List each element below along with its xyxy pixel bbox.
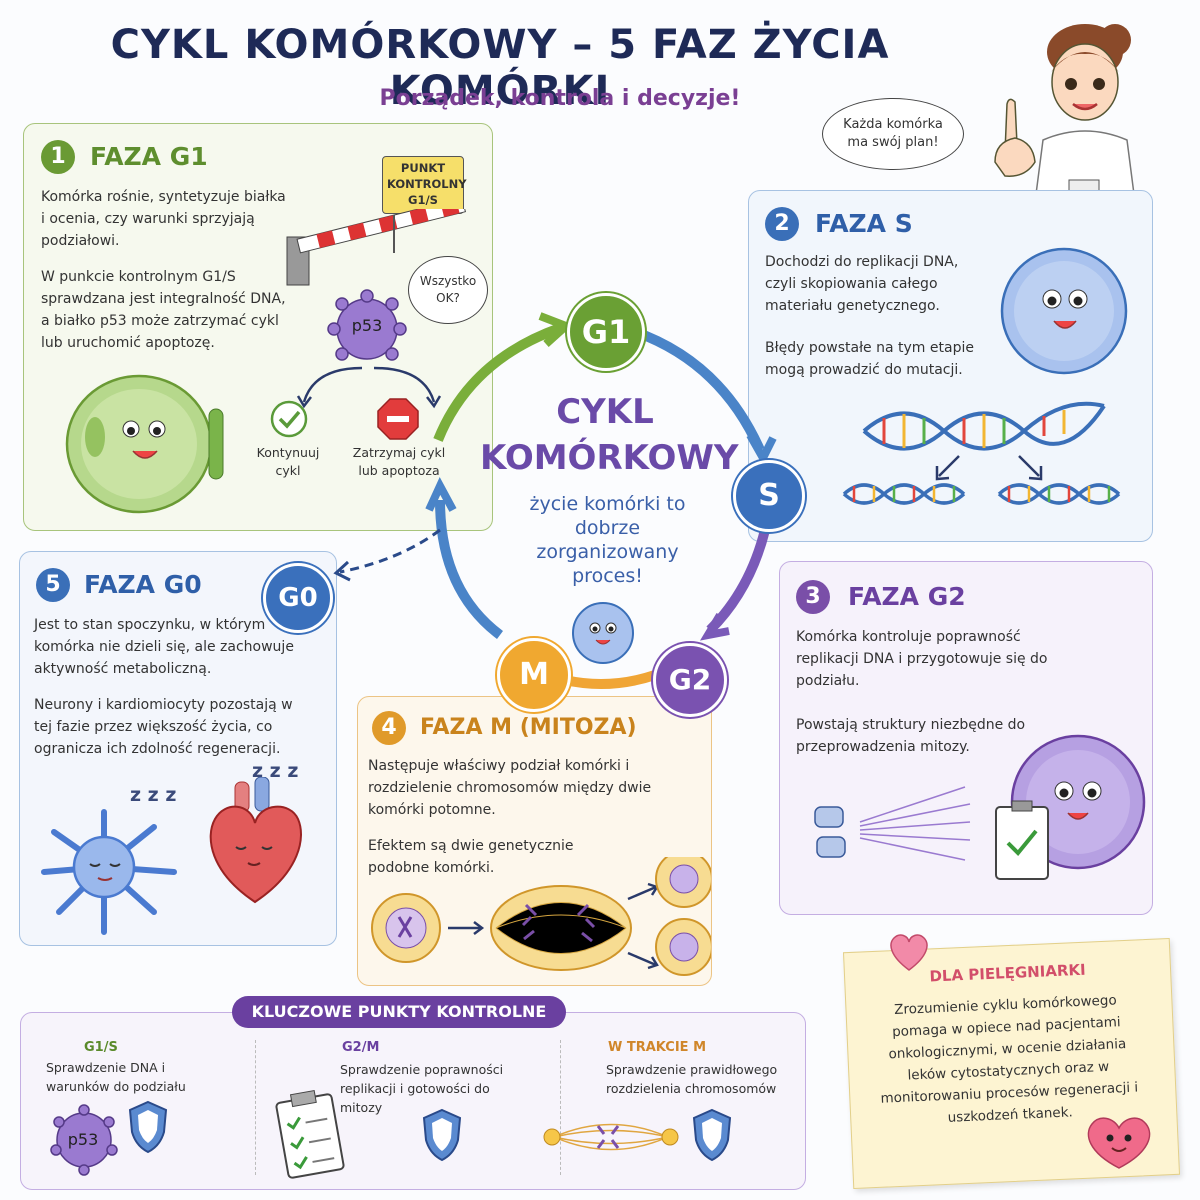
panel-m: 4 FAZA M (MITOZA) Następuje właściwy pod… [357,696,712,986]
shield-icon [692,1108,732,1162]
cycle-node-m: M [497,638,571,712]
g1-number: 1 [41,140,75,174]
checkpoint-2-text: Sprawdzenie poprawności replikacji i got… [340,1062,504,1115]
page-title: CYKL KOMÓRKOWY – 5 FAZ ŻYCIA KOMÓRKI [110,22,890,114]
g1s-checkpoint-sign: PUNKT KONTROLNY G1/S [382,156,467,214]
cycle-node-s: S [733,460,805,532]
g0-title: FAZA G0 [84,570,202,599]
mitosis-diagram-icon [371,857,711,976]
p53-label: p53 [351,316,383,335]
cycle-title-line1: CYKL [556,392,654,432]
checkpoint-3-name: W TRAKCIE M [608,1040,707,1055]
g2-number: 3 [796,580,830,614]
heart-sleeping-icon [209,777,302,904]
checkpoint-2-name: G2/M [342,1040,380,1055]
checkpoint-1-name: G1/S [84,1040,118,1055]
nurse-icon [994,24,1136,202]
continue-label: Kontynuuj cykl [256,445,320,478]
m-title: FAZA M (MITOZA) [420,715,637,740]
g1-title: FAZA G1 [90,142,208,171]
g0-text-1: Jest to stan spoczynku, w którym komórka… [34,617,294,677]
small-cell-character-icon [572,602,634,664]
shield-icon [128,1100,168,1154]
stop-label: Zatrzymaj cykl lub apoptoza [352,445,446,478]
panel-g1: 1 FAZA G1 Komórka rośnie, syntetyzuje bi… [23,123,493,531]
s-text-2: Błędy powstałe na tym etapie mogą prowad… [765,340,974,378]
heart-icon [890,934,928,971]
g1-speech-text: Wszystko OK? [419,274,477,305]
s-title: FAZA S [815,209,913,238]
neuron-zzz: z z z [130,784,177,806]
m-text-2: Efektem są dwie genetycznie podobne komó… [368,838,574,876]
checkpoints-header: KLUCZOWE PUNKTY KONTROLNE [232,996,566,1028]
organelles-icon [814,786,971,861]
checkpoint-1-text: Sprawdzenie DNA i warunków do podziału [46,1060,186,1094]
page-subtitle: Porządek, kontrola i decyzje! [379,86,741,111]
clipboard-checklist-icon [275,1090,345,1179]
m-number: 4 [372,711,406,745]
checkpoint-1-protein: p53 [67,1130,99,1149]
green-cell-character-icon [65,374,224,514]
cycle-arrows-icon [333,312,777,689]
s-number: 2 [765,207,799,241]
cycle-node-g1: G1 [567,293,645,371]
g0-text-2: Neurony i kardiomiocyty pozostają w tej … [34,697,293,757]
shield-icon [422,1108,462,1162]
divider-2 [560,1040,561,1175]
g1-text-1: Komórka rośnie, syntetyzuje białka i oce… [41,189,286,249]
checkpoint-3-text: Sprawdzenie prawidłowego rozdzielenia ch… [606,1062,778,1096]
neuron-sleeping-icon [41,809,177,935]
barrier-gate-icon [286,209,467,286]
stop-sign-icon [377,398,419,440]
p53-protein-small-icon [50,1104,118,1176]
g0-number: 5 [36,568,70,602]
cycle-node-g0: G0 [263,563,333,633]
cycle-node-g2: G2 [653,643,727,717]
decision-arrows-icon [296,366,442,409]
g1-text-2: W punkcie kontrolnym G1/S sprawdzana jes… [41,269,286,351]
cycle-tagline: życie komórki to dobrze zorganizowany pr… [529,493,686,587]
cell-mascot-icon [1087,1117,1151,1169]
purple-cell-clipboard-icon [995,734,1146,880]
g2-title: FAZA G2 [848,582,966,611]
dna-replication-icon [842,401,1121,505]
check-icon [270,400,308,438]
g2-text-2: Powstają struktury niezbędne do przeprow… [796,717,1026,755]
g1s-sign-label: PUNKT KONTROLNY G1/S [387,161,467,207]
divider-1 [255,1040,256,1175]
p53-protein-icon [327,289,407,361]
g2-text-1: Komórka kontroluje poprawność replikacji… [796,629,1048,689]
g1-speech-bubble: Wszystko OK? [408,256,488,324]
blue-cell-character-icon [1000,247,1128,375]
nurse-speech-text: Każda komórka ma swój plan! [843,117,943,150]
s-text-1: Dochodzi do replikacji DNA, czyli skopio… [765,254,959,314]
nurse-speech-bubble: Każda komórka ma swój plan! [822,98,964,170]
spindle-chromosomes-icon [543,1123,679,1151]
panel-g2: 3 FAZA G2 Komórka kontroluje poprawność … [779,561,1153,915]
m-text-1: Następuje właściwy podział komórki i roz… [368,758,652,818]
cycle-title-line2: KOMÓRKOWY [480,438,739,478]
heart-zzz: z z z [252,760,299,782]
panel-s: 2 FAZA S Dochodzi do replikacji DNA, czy… [748,190,1153,542]
